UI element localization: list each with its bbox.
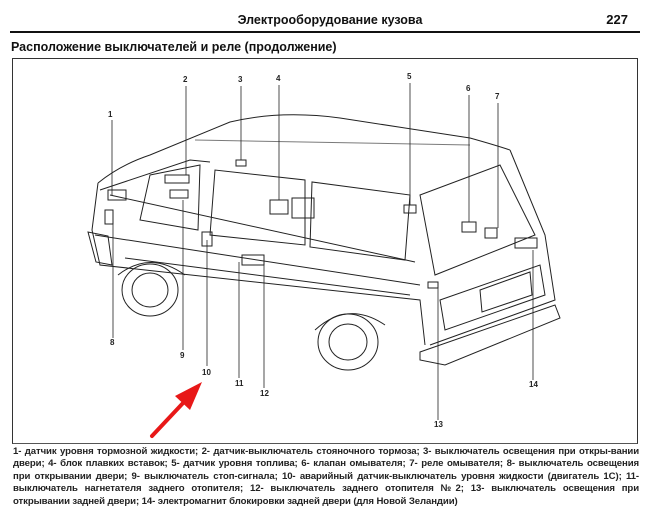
callout-5: 5 [407, 72, 412, 81]
section-title: Расположение выключателей и реле (продол… [11, 40, 337, 54]
red-arrow-icon [150, 382, 202, 438]
callout-13: 13 [434, 420, 443, 429]
callout-7: 7 [495, 92, 500, 101]
callout-1: 1 [108, 110, 113, 119]
callout-9: 9 [180, 351, 185, 360]
callout-12: 12 [260, 389, 269, 398]
callout-4: 4 [276, 74, 281, 83]
callout-10: 10 [202, 368, 211, 377]
leader-lines [111, 83, 534, 420]
header-rule [10, 31, 640, 33]
callout-labels: 1 2 3 4 5 6 7 8 9 10 11 12 13 14 [108, 72, 538, 429]
callout-6: 6 [466, 84, 471, 93]
page-number: 227 [606, 12, 628, 27]
callout-2: 2 [183, 75, 188, 84]
figure-caption: 1- датчик уровня тормозной жидкости; 2- … [13, 446, 639, 507]
figure-frame [12, 58, 638, 444]
van-outline [87, 114, 561, 371]
callout-8: 8 [110, 338, 115, 347]
callout-3: 3 [238, 75, 243, 84]
callout-14: 14 [529, 380, 538, 389]
chapter-title: Электрооборудование кузова [237, 13, 423, 27]
callout-11: 11 [235, 379, 244, 388]
